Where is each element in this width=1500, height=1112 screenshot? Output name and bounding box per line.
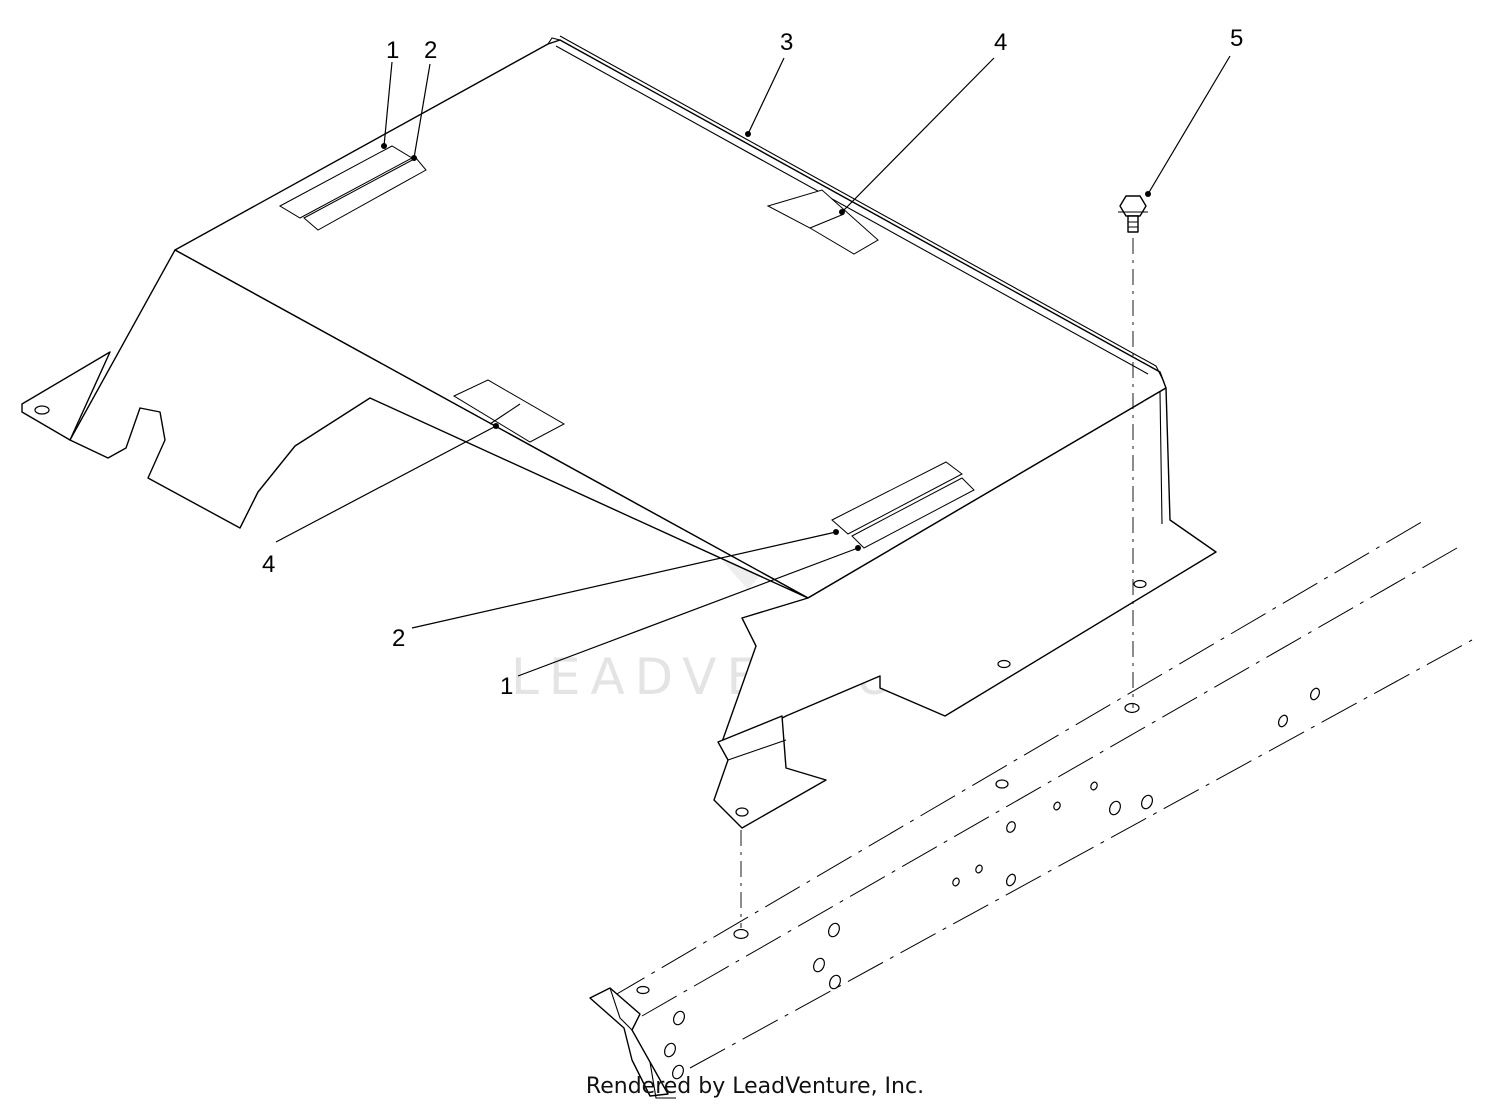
rail-end-section xyxy=(589,987,669,1097)
callout-2-upper: 2 xyxy=(424,37,437,64)
rail-hole xyxy=(1090,781,1098,791)
panel-left-side xyxy=(69,249,809,599)
leader-1-lower xyxy=(517,547,859,677)
rail-hole xyxy=(1140,794,1154,810)
frame-rail xyxy=(589,519,1473,1099)
leader-4-upper-dot xyxy=(839,209,845,215)
bolt xyxy=(1118,195,1148,233)
rail-end-fold xyxy=(609,987,633,1031)
rail-hole xyxy=(1309,687,1321,701)
center-bracket-hole xyxy=(735,807,749,817)
rail-hole xyxy=(1006,821,1016,833)
rail-bottom-edge xyxy=(689,639,1473,1069)
panel-rear-lip-inner xyxy=(555,45,1149,375)
callout-5: 5 xyxy=(1230,25,1243,52)
leader-1-lower-dot xyxy=(855,545,861,551)
rail-top-edge xyxy=(609,519,1426,999)
rail-hole xyxy=(733,928,749,940)
callout-3: 3 xyxy=(780,29,793,56)
shroud-panel xyxy=(21,35,1217,829)
rail-hole xyxy=(1005,873,1017,887)
leader-3 xyxy=(747,57,785,135)
right-flange-hole xyxy=(1133,579,1147,589)
panel-left-tab xyxy=(21,351,111,441)
rail-hole xyxy=(975,864,983,874)
leader-1-upper-dot xyxy=(381,143,387,149)
callout-2-lower: 2 xyxy=(392,625,405,652)
rail-hole xyxy=(1277,714,1289,728)
rail-hole xyxy=(672,1010,686,1026)
rail-hole xyxy=(828,974,842,990)
left-tab-hole xyxy=(34,405,50,415)
rail-hole xyxy=(952,877,960,887)
panel-rear-lip xyxy=(559,35,1165,383)
rail-hole xyxy=(812,957,826,973)
center-bracket xyxy=(713,715,827,829)
callout-4-upper: 4 xyxy=(994,29,1007,56)
panel-notch xyxy=(547,37,561,45)
bolt-shank xyxy=(1127,215,1139,233)
decal-2-upper xyxy=(303,157,427,231)
rail-hole xyxy=(827,922,841,938)
bolt-head-icon xyxy=(1119,195,1147,217)
rail-hole xyxy=(663,1042,677,1058)
rail-hole xyxy=(1053,801,1061,811)
decal-2-lower xyxy=(831,461,963,535)
callout-4-lower: 4 xyxy=(262,551,275,578)
decal-4-upper xyxy=(766,189,879,255)
right-flange-hole xyxy=(997,659,1011,669)
rail-hole xyxy=(995,779,1009,789)
bolt-thread xyxy=(1128,221,1138,228)
leader-4-lower-dot xyxy=(493,423,499,429)
decal-4-upper-split xyxy=(809,213,845,229)
callout-1-lower: 1 xyxy=(500,673,513,700)
center-bracket-fold xyxy=(727,739,787,761)
panel-right-fold xyxy=(1159,391,1163,525)
leader-4-lower xyxy=(275,425,497,543)
leader-2-upper xyxy=(413,63,431,159)
rail-hole xyxy=(671,1064,685,1080)
leader-4-upper xyxy=(841,57,995,213)
panel-right-side xyxy=(721,387,1217,743)
leader-3-dot xyxy=(745,131,751,137)
leader-5 xyxy=(1147,55,1231,195)
leader-2-lower xyxy=(411,531,837,629)
render-credit: Rendered by LeadVenture, Inc. xyxy=(585,1074,925,1099)
rail-hole xyxy=(636,985,650,995)
leader-2-upper-dot xyxy=(411,155,417,161)
decal-1-lower xyxy=(851,477,975,549)
leader-1-upper xyxy=(383,61,393,147)
rail-hole xyxy=(1124,702,1140,714)
rail-hole xyxy=(1108,800,1122,816)
decal-4-lower-split xyxy=(489,403,521,425)
rail-end-flange xyxy=(649,1061,676,1099)
callouts: 1 2 3 4 5 4 2 1 xyxy=(262,25,1243,700)
leader-2-lower-dot xyxy=(833,529,839,535)
callout-1-upper: 1 xyxy=(386,37,399,64)
rail-fold-line xyxy=(641,547,1458,1017)
leader-lines xyxy=(275,55,1231,677)
leader-5-dot xyxy=(1145,191,1151,197)
